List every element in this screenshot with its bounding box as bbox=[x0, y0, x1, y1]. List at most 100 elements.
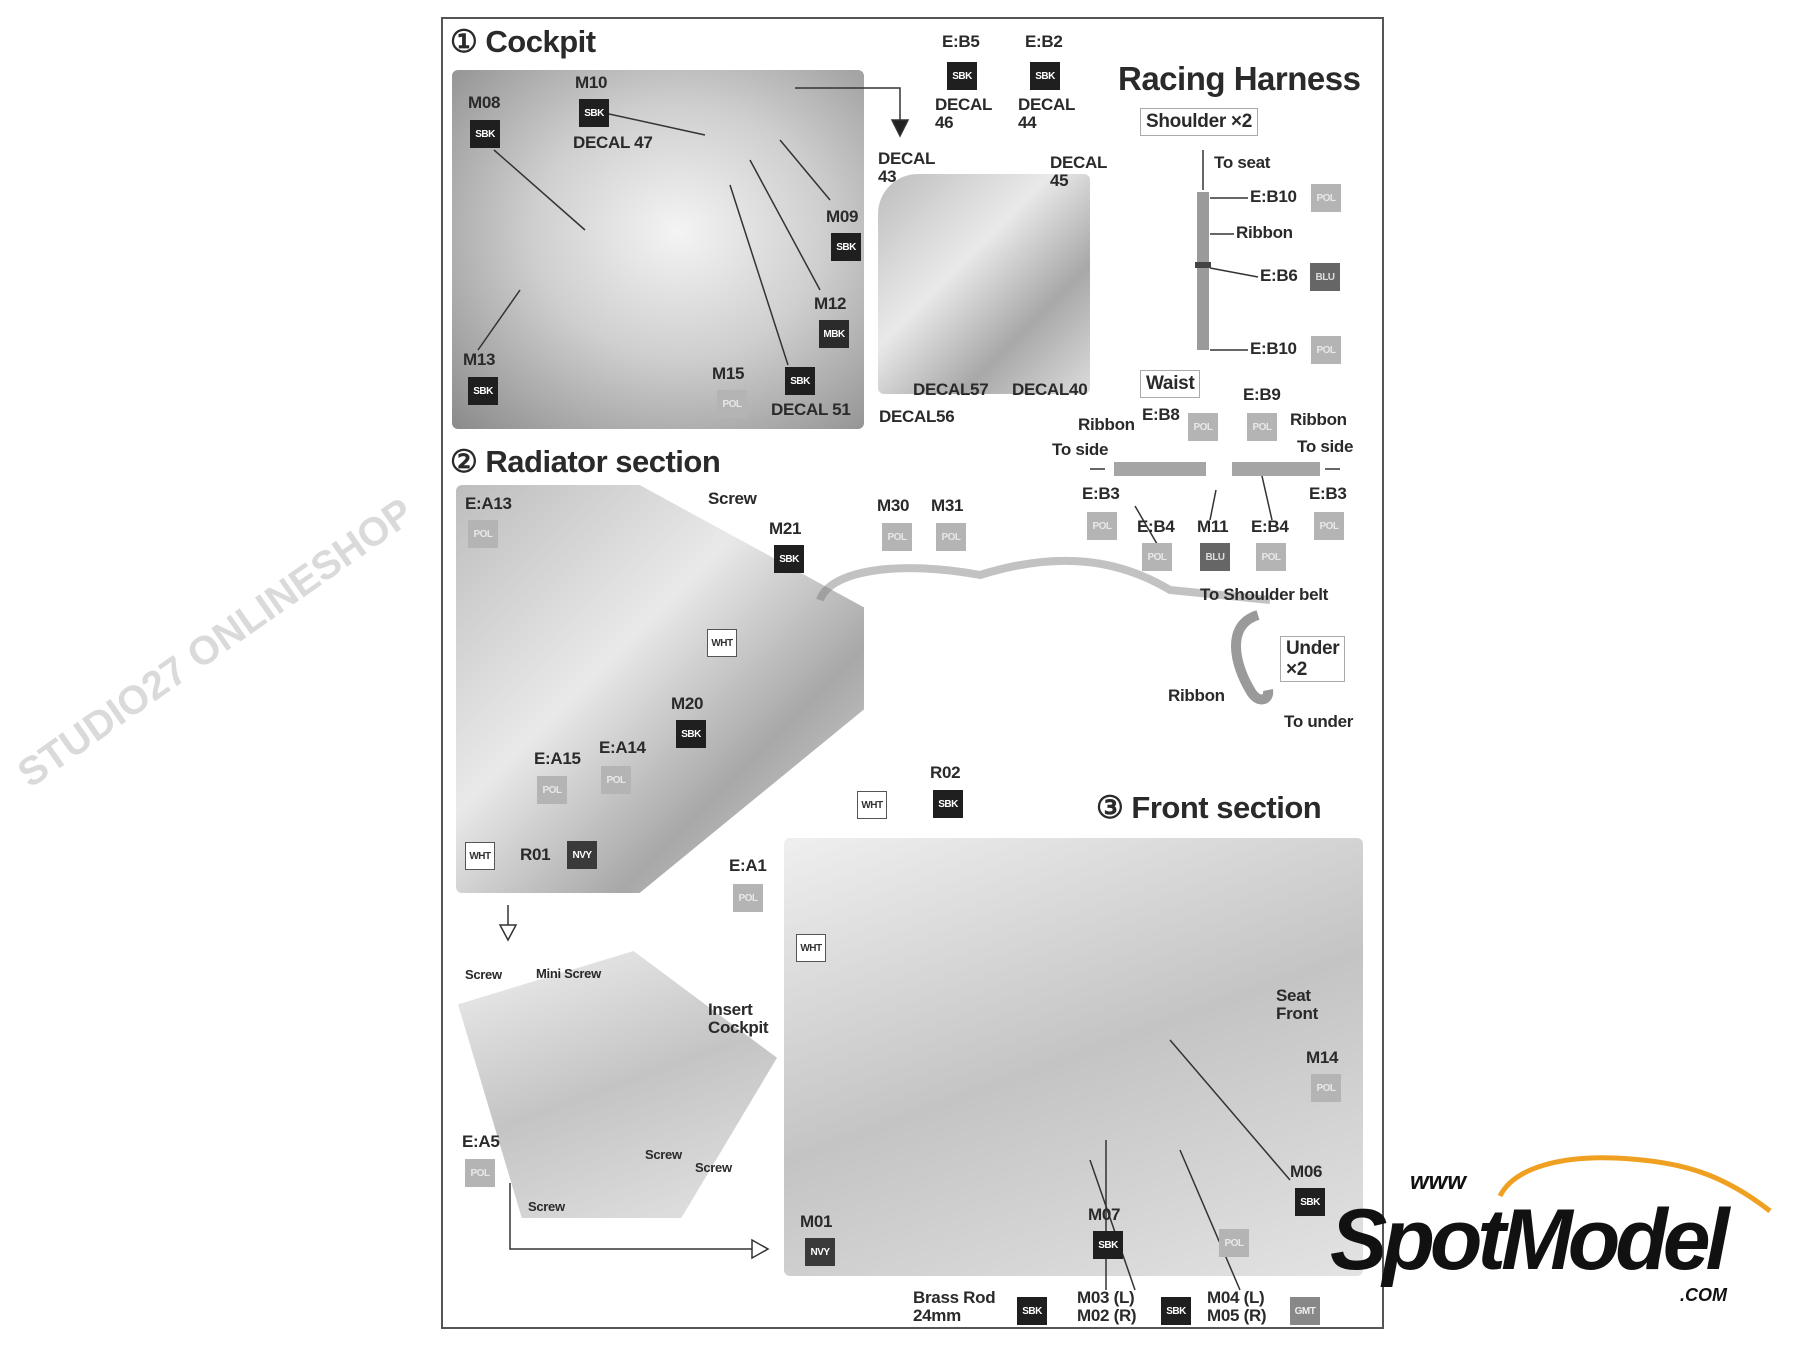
part-label: DECAL 45 bbox=[1050, 153, 1108, 190]
down-arrow-icon bbox=[498, 924, 518, 942]
part-label: M30 bbox=[877, 496, 910, 515]
part-label: To under bbox=[1284, 712, 1354, 731]
color-badge: BLU bbox=[1310, 263, 1340, 291]
right-arrow-icon bbox=[751, 1238, 770, 1260]
shoulder-strap bbox=[1197, 192, 1209, 350]
part-label: M04 (L) M05 (R) bbox=[1207, 1288, 1267, 1325]
color-badge: SBK bbox=[1093, 1231, 1123, 1259]
part-label: E:A15 bbox=[534, 749, 581, 768]
part-label: E:B10 bbox=[1250, 339, 1297, 358]
part-label: DECAL 51 bbox=[771, 400, 851, 419]
part-label: Brass Rod 24mm bbox=[913, 1288, 996, 1325]
part-label: DECAL 44 bbox=[1018, 95, 1076, 132]
part-label: M11 bbox=[1197, 517, 1229, 536]
color-badge: POL bbox=[733, 884, 763, 912]
part-label: M01 bbox=[800, 1212, 833, 1231]
part-label: DECAL56 bbox=[879, 407, 955, 426]
shoulder-label: Shoulder ×2 bbox=[1140, 108, 1258, 136]
color-badge: POL bbox=[1188, 413, 1218, 441]
part-label: E:B5 bbox=[942, 32, 980, 51]
front-section-drawing bbox=[784, 838, 1363, 1276]
part-label: E:B6 bbox=[1260, 266, 1298, 285]
watermark-car-outline bbox=[816, 556, 1271, 604]
part-label: E:B9 bbox=[1243, 385, 1281, 404]
color-badge: WHT bbox=[707, 629, 737, 657]
part-label: M13 bbox=[463, 350, 496, 369]
under-strap bbox=[1231, 610, 1274, 705]
part-label: Ribbon bbox=[1290, 410, 1347, 429]
color-badge: SBK bbox=[579, 99, 609, 127]
part-label: Screw bbox=[695, 1160, 732, 1175]
color-badge: GMT bbox=[1290, 1297, 1320, 1325]
cockpit-detail-drawing bbox=[878, 174, 1090, 394]
part-label: E:B4 bbox=[1137, 517, 1175, 536]
spotmodel-logo: SpotModel bbox=[1330, 1192, 1729, 1288]
arrow-line bbox=[795, 87, 901, 125]
part-label: M20 bbox=[671, 694, 704, 713]
part-label: Screw bbox=[528, 1199, 565, 1214]
part-label: E:A13 bbox=[465, 494, 512, 513]
part-label: DECAL 43 bbox=[878, 149, 936, 186]
part-label: E:B3 bbox=[1082, 484, 1120, 503]
color-badge: POL bbox=[1314, 512, 1344, 540]
color-badge: SBK bbox=[1030, 62, 1060, 90]
color-badge: POL bbox=[882, 523, 912, 551]
part-label: M31 bbox=[931, 496, 964, 515]
part-label: Insert Cockpit bbox=[708, 1000, 769, 1037]
part-label: M08 bbox=[468, 93, 501, 112]
part-label: M09 bbox=[826, 207, 859, 226]
waist-strap-right bbox=[1232, 462, 1320, 476]
part-label: Mini Screw bbox=[536, 966, 601, 981]
logo-com: .COM bbox=[1680, 1285, 1727, 1305]
part-label: Ribbon bbox=[1236, 223, 1293, 242]
part-label: To seat bbox=[1214, 153, 1271, 172]
color-badge: WHT bbox=[796, 934, 826, 962]
color-badge: POL bbox=[1311, 336, 1341, 364]
part-label: E:B10 bbox=[1250, 187, 1297, 206]
section-title-cockpit: ① Cockpit bbox=[450, 24, 596, 59]
color-badge: POL bbox=[1311, 184, 1341, 212]
part-label: To side bbox=[1052, 440, 1109, 459]
part-label: R02 bbox=[930, 763, 961, 782]
color-badge: POL bbox=[601, 766, 631, 794]
part-label: M15 bbox=[712, 364, 745, 383]
part-label: To Shoulder belt bbox=[1200, 585, 1329, 604]
part-label: Seat Front bbox=[1276, 986, 1318, 1023]
color-badge: SBK bbox=[1161, 1297, 1191, 1325]
part-label: Screw bbox=[465, 967, 502, 982]
color-badge: POL bbox=[1247, 413, 1277, 441]
part-label: M03 (L) M02 (R) bbox=[1077, 1288, 1137, 1325]
part-label: E:A1 bbox=[729, 856, 767, 875]
logo-www: www bbox=[1410, 1168, 1467, 1195]
color-badge: SBK bbox=[933, 790, 963, 818]
color-badge: SBK bbox=[785, 367, 815, 395]
part-label: M12 bbox=[814, 294, 847, 313]
part-label: E:B2 bbox=[1025, 32, 1063, 51]
part-label: R01 bbox=[520, 845, 551, 864]
waist-strap-left bbox=[1114, 462, 1206, 476]
part-label: E:A14 bbox=[599, 738, 646, 757]
color-badge: POL bbox=[537, 776, 567, 804]
color-badge: POL bbox=[1142, 543, 1172, 571]
part-label: Screw bbox=[645, 1147, 682, 1162]
part-label: E:B4 bbox=[1251, 517, 1289, 536]
color-badge: WHT bbox=[465, 842, 495, 870]
section-title-radiator: ② Radiator section bbox=[450, 444, 721, 479]
part-label: E:B3 bbox=[1309, 484, 1347, 503]
instruction-sheet-frame bbox=[441, 17, 1384, 1329]
color-badge: POL bbox=[468, 520, 498, 548]
color-badge: SBK bbox=[468, 377, 498, 405]
part-label: DECAL40 bbox=[1012, 380, 1088, 399]
section-title-front: ③ Front section bbox=[1096, 790, 1322, 825]
color-badge: MBK bbox=[819, 320, 849, 348]
part-label: E:A5 bbox=[462, 1132, 500, 1151]
arrow-head bbox=[890, 119, 910, 138]
part-label: M07 bbox=[1088, 1205, 1121, 1224]
part-label: To side bbox=[1297, 437, 1354, 456]
color-badge: NVY bbox=[805, 1238, 835, 1266]
part-label: E:B8 bbox=[1142, 405, 1180, 424]
color-badge: SBK bbox=[774, 545, 804, 573]
waist-label: Waist bbox=[1140, 370, 1201, 398]
part-label: Screw bbox=[708, 489, 757, 508]
